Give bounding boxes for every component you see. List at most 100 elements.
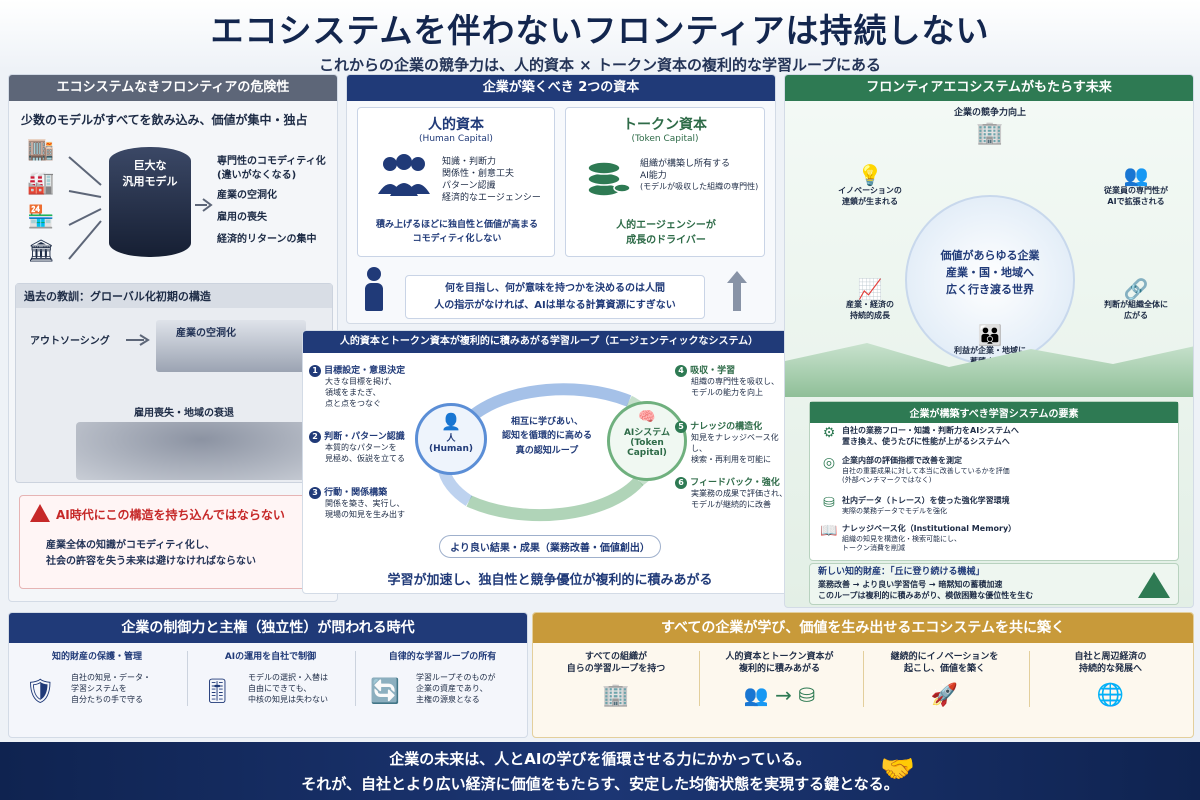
page-subtitle: これからの企業の競争力は、人的資本 × トークン資本の複利的な学習ループにある <box>318 56 882 74</box>
eco-item: 人的資本とトークン資本が 複利的に積みあがる 👥 → ⛁ <box>699 651 859 707</box>
control-item-title: AIの運用を自社で制御 <box>224 652 317 662</box>
token-capital-items: 組織が構築し所有する AI能力 (モデルが吸収した組織の専門性) <box>640 158 764 193</box>
loop-result-row: より良い結果・成果（業務改善・価値創出） <box>303 535 795 558</box>
model-label: 巨大な 汎用モデル <box>122 159 178 188</box>
human-capital-item: 知識・判断力 <box>442 157 497 167</box>
step-desc: 本質的なパターンを 見極め、仮説を立てる <box>325 443 405 463</box>
step-desc: 関係を築き、実行し、 現場の知見を生み出す <box>325 499 405 519</box>
future-node: 👥 従業員の専門性が AIで拡張される <box>1081 165 1191 208</box>
outflow-arrow <box>195 198 213 212</box>
rocket-icon: 🚀 <box>930 683 959 709</box>
people-icon <box>378 154 430 196</box>
step-desc: 大きな目標を掲げ、 領域をまたぎ、 点と点をつなぐ <box>325 377 397 408</box>
system-item-title: 社内データ（トレース）を使った強化学習環境 <box>842 496 1010 505</box>
human-capital-title: 人的資本 <box>428 117 484 133</box>
brain-icon: 🧠 <box>638 409 656 425</box>
human-capital-sub: (Human Capital) <box>419 134 493 144</box>
loop-step: 6 フィードバック・強化 実業務の成果で評価され、 モデルが継続的に改善 <box>675 477 793 511</box>
eco-panel: すべての企業が学び、価値を生み出せるエコシステムを共に築く すべての組織が 自ら… <box>532 612 1194 738</box>
book-icon: 📖 <box>820 523 838 539</box>
target-icon: ◎ <box>822 455 836 471</box>
loop-center-text: 相互に学びあい、 認知を循環的に高める 真の認知ループ <box>501 417 592 456</box>
right-panel-title: フロンティアエコシステムがもたらす未来 <box>785 75 1193 101</box>
left-panel-title: エコシステムなきフロンティアの危険性 <box>9 75 337 101</box>
future-node-label: イノベーションの 連鎖が生まれる <box>838 186 902 206</box>
human-capital-item: 経済的なエージェンシー <box>442 193 541 204</box>
right-panel: フロンティアエコシステムがもたらす未来 価値があらゆる企業 産業・国・地域へ 広… <box>784 74 1194 608</box>
loop-step: 3 行動・関係構築 関係を築き、実行し、 現場の知見を生み出す <box>309 487 429 521</box>
step-number: 6 <box>675 477 687 489</box>
token-capital-foot: 人的エージェンシーが 成長のドライバー <box>616 220 716 246</box>
future-node-label: 企業の競争力向上 <box>953 108 1026 118</box>
future-node-label: 判断が組織全体に 広がる <box>1104 300 1168 320</box>
bank-icon: 🏛 <box>27 239 55 264</box>
system-item: ◎ 企業内部の評価指標で改善を測定 自社の重要成果に対して本当に改善しているかを… <box>818 456 1174 486</box>
buildings-icon: 🏢 <box>976 121 1004 147</box>
human-capital-item: 関係性・創意工夫 <box>442 169 515 180</box>
city-skyline-image <box>156 320 306 372</box>
crowd-image <box>76 422 326 480</box>
control-item-desc: 自社の知見・データ・ 学習システムを 自分たちの手で守る <box>71 673 151 704</box>
control-item-title: 知的財産の保護・管理 <box>51 652 142 662</box>
control-item-desc: 学習ループそのものが 企業の資産であり、 主権の源泉となる <box>416 673 496 704</box>
left-lead: 少数のモデルがすべてを飲み込み、価値が集中・独占 <box>21 113 308 127</box>
eco-item: すべての組織が 自らの学習ループを持つ 🏢 <box>537 651 695 707</box>
eco-item: 継続的にイノベーションを 起こし、価値を築く 🚀 <box>863 651 1025 709</box>
loop-steps-right: 4 吸収・学習 組織の専門性を吸収し、 モデルの能力を向上 5 ナレッジの構造化… <box>675 365 793 511</box>
control-item-desc: モデルの選択・入替は 自由にできても、 中核の知見は失わない <box>248 673 328 704</box>
warning-title: AI時代にこの構造を持ち込んではならない <box>56 508 285 522</box>
token-capital-item: 組織が構築し所有する <box>640 159 731 169</box>
control-item: 知的財産の保護・管理 🛡 自社の知見・データ・ 学習システムを 自分たちの手で守… <box>17 651 177 706</box>
human-capital-card: 人的資本 (Human Capital) 知識・判断力 関係性・創意工夫 パター… <box>357 107 555 257</box>
page-title: エコシステムを伴わないフロンティアは持続しない <box>210 11 990 50</box>
future-node-label: 産業・経済の 持続的成長 <box>846 300 894 320</box>
effects-list: 専門性のコモディティ化 (違いがなくなる) 産業の空洞化 雇用の喪失 経済的リタ… <box>217 155 335 247</box>
ai-node-label: AIシステム (Token Capital) <box>623 428 671 458</box>
capital-panel-title: 企業が築くべき 2つの資本 <box>347 75 775 101</box>
community-icon: 👪 <box>977 323 1003 347</box>
token-capital-title: トークン資本 <box>623 117 707 133</box>
human-capital-item: パターン認識 <box>442 181 496 192</box>
human-capital-foot: 積み上げるほどに独自性と価値が高まる コモディティ化しない <box>375 220 538 245</box>
lesson-title: 過去の教訓：グローバル化初期の構造 <box>16 284 332 308</box>
loop-result: より良い結果・成果（業務改善・価値創出） <box>439 535 661 558</box>
loop-title: 人的資本とトークン資本が複利的に積みあがる学習ループ（エージェンティックなシステ… <box>303 331 795 353</box>
system-box: 企業が構築すべき学習システムの要素 ⚙ 自社の業務フロー・知識・判断力をAIシス… <box>809 401 1179 561</box>
database-icon: ⛁ <box>823 495 835 511</box>
effect-item: 雇用の喪失 <box>217 212 267 223</box>
human-capital-items: 知識・判断力 関係性・創意工夫 パターン認識 経済的なエージェンシー <box>442 156 552 205</box>
team-icon: 👥 <box>1123 163 1149 187</box>
step-number: 1 <box>309 365 321 377</box>
left-panel: エコシステムなきフロンティアの危険性 少数のモデルがすべてを飲み込み、価値が集中… <box>8 74 338 602</box>
database-icon <box>587 161 631 197</box>
inflow-arrows <box>68 156 102 260</box>
future-node: 💡 イノベーションの 連鎖が生まれる <box>815 165 925 208</box>
future-node-label: 従業員の専門性が AIで拡張される <box>1104 186 1168 206</box>
system-item: ⛁ 社内データ（トレース）を使った強化学習環境 実際の業務データでモデルを強化 <box>818 496 1174 516</box>
shop-icon: 🏪 <box>27 205 55 230</box>
step-title: 判断・パターン認識 <box>324 432 405 442</box>
eco-item-label: 人的資本とトークン資本が 複利的に積みあがる <box>725 652 834 675</box>
gear-icon: ⚙ <box>822 425 836 441</box>
human-direction-note: 何を目指し、何が意味を持つかを決めるのは人間 人の指示がなければ、AIは単なる計… <box>405 275 705 319</box>
system-item-title: 企業内部の評価指標で改善を測定 <box>842 456 962 465</box>
step-title: 目標設定・意思決定 <box>324 366 406 376</box>
loop-step: 1 目標設定・意思決定 大きな目標を掲げ、 領域をまたぎ、 点と点をつなぐ <box>309 365 429 431</box>
asset-box: 新しい知的財産：「丘に登り続ける機械」 業務改善 → より良い学習信号 → 暗黙… <box>809 563 1179 605</box>
globe-people-icon: 🌐 <box>1096 683 1125 709</box>
industry-icons: 🏬 🏭 🏪 🏛 <box>27 139 67 275</box>
model-database-icon <box>109 147 191 257</box>
shield-lock-icon: 🛡 <box>25 677 56 705</box>
step-title: 吸収・学習 <box>690 366 736 376</box>
outsourcing-label: アウトソーシング <box>30 336 110 347</box>
effect-item: 産業の空洞化 <box>217 190 277 201</box>
organization-cycle-icon: 🏢 <box>602 683 630 709</box>
future-node: 📈 産業・経済の 持続的成長 <box>815 279 925 322</box>
effect-item: 専門性のコモディティ化 (違いがなくなる) <box>217 156 326 181</box>
person-icon <box>363 267 385 313</box>
step-title: 行動・関係構築 <box>324 488 388 498</box>
control-item: AIの運用を自社で制御 🎚 モデルの選択・入替は 自由にできても、 中核の知見は… <box>187 651 347 706</box>
system-item: ⚙ 自社の業務フロー・知識・判断力をAIシステムへ 置き換え、使うたびに性能が上… <box>818 426 1174 448</box>
token-capital-sub: (Token Capital) <box>631 134 699 144</box>
step-title: ナレッジの構造化 <box>690 422 763 432</box>
